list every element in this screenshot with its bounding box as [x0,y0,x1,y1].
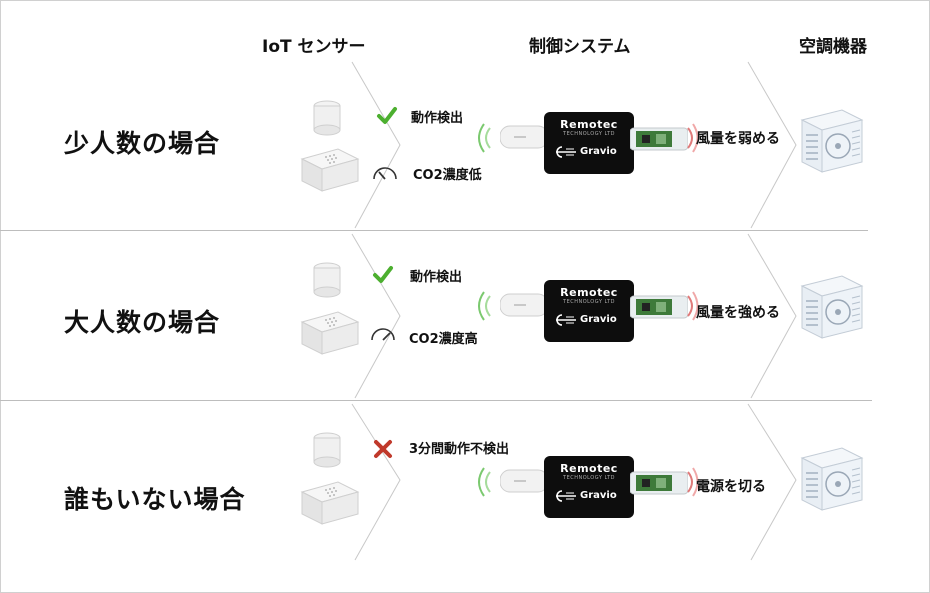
brand-gravio: Gravio [580,314,617,325]
motion-status-text: 動作検出 [411,111,464,126]
controller-box: Remotec TECHNOLOGY LTD Gravio [544,112,634,174]
wireless-signal-icon [478,123,491,153]
co2-sensor-icon [300,311,360,355]
motion-status-text: 動作検出 [410,270,463,285]
wireless-signal-icon [687,291,699,321]
remotec-controller: Remotec TECHNOLOGY LTD Gravio [470,112,720,176]
controller-box: Remotec TECHNOLOGY LTD Gravio [544,456,634,518]
remotec-controller: Remotec TECHNOLOGY LTD Gravio [470,456,720,520]
brand-remotec: Remotec [560,286,618,299]
brand-remotec: Remotec [560,118,618,131]
header-iot-sensor: IoT センサー [262,37,366,57]
usb-dongle [500,469,548,493]
scenario-label: 大人数の場合 [64,308,221,337]
motion-sensor-icon [313,432,341,468]
brand-remotec: Remotec [560,462,618,475]
hvac-action-text: 風量を弱める [696,131,780,147]
wireless-signal-icon [687,467,699,497]
motion-status-text: 3分間動作不検出 [409,442,510,457]
air-conditioner-icon [800,447,864,511]
hvac-action-text: 風量を強める [696,305,780,321]
co2-status-text: CO2濃度高 [409,332,478,347]
row-divider [0,400,872,401]
usb-dongle [500,293,548,317]
motion-sensor-icon [313,262,341,298]
co2-sensor-icon [300,481,360,525]
gravio-logo-icon [556,314,576,326]
header-hvac: 空調機器 [799,37,867,57]
gauge-icon [371,328,395,341]
gravio-logo-icon [556,490,576,502]
brand-gravio: Gravio [580,146,617,157]
brand-subtitle: TECHNOLOGY LTD [563,475,615,481]
brand-subtitle: TECHNOLOGY LTD [563,299,615,305]
air-conditioner-icon [800,275,864,339]
zigbee-board [630,471,688,495]
hvac-action-text: 電源を切る [696,479,766,495]
usb-dongle [500,125,548,149]
wireless-signal-icon [687,123,699,153]
scenario-label: 誰もいない場合 [64,485,246,514]
controller-box: Remotec TECHNOLOGY LTD Gravio [544,280,634,342]
scenario-label: 少人数の場合 [64,129,221,158]
remotec-controller: Remotec TECHNOLOGY LTD Gravio [470,280,720,344]
co2-sensor-icon [300,148,360,192]
co2-status-text: CO2濃度低 [413,168,482,183]
check-icon [377,107,397,124]
brand-subtitle: TECHNOLOGY LTD [563,131,615,137]
motion-sensor-icon [313,100,341,136]
row-divider [0,230,868,231]
gravio-logo-icon [556,146,576,158]
zigbee-board [630,127,688,151]
wireless-signal-icon [478,291,491,321]
gauge-icon [373,167,397,180]
header-control-system: 制御システム [529,37,631,57]
air-conditioner-icon [800,109,864,173]
wireless-signal-icon [478,467,491,497]
brand-gravio: Gravio [580,490,617,501]
cross-icon [374,440,392,458]
zigbee-board [630,295,688,319]
check-icon [373,266,393,283]
